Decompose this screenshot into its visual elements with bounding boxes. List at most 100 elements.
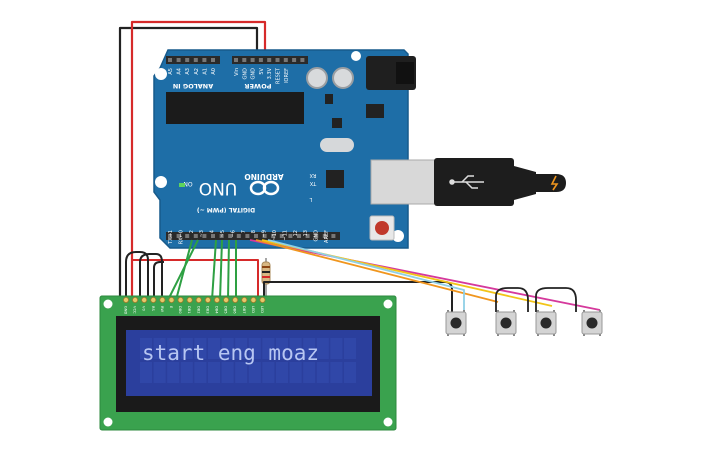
pin-label: 12 <box>293 230 299 236</box>
mount-hole <box>155 176 167 188</box>
chip-small <box>332 118 342 128</box>
mount-hole <box>383 299 393 309</box>
wire-green-db6 <box>227 239 230 301</box>
lcd-cell <box>276 338 288 359</box>
pushbutton[interactable] <box>495 310 517 336</box>
pin-hole <box>185 58 190 62</box>
lcd-cell <box>235 338 248 359</box>
lcd-pin <box>259 296 266 303</box>
pin-label: ~9 <box>262 230 268 237</box>
lcd-character-cells <box>140 338 356 383</box>
pin-label: GND <box>251 68 257 80</box>
pin-hole <box>322 234 327 238</box>
lcd-pin-label: DB0 <box>178 306 182 314</box>
button-cap[interactable] <box>540 317 552 329</box>
capacitor <box>306 67 328 89</box>
lcd-cell <box>208 362 220 383</box>
reset-button-cap[interactable] <box>375 221 389 235</box>
pin-hole <box>219 234 224 238</box>
wire-green-db4 <box>211 239 217 301</box>
button-cap[interactable] <box>450 317 462 329</box>
pin-hole <box>202 234 207 238</box>
power-jack-inner <box>396 62 414 84</box>
brand-label: ARDUINO <box>244 172 283 181</box>
resistor[interactable] <box>261 258 271 300</box>
mount-hole <box>155 68 167 80</box>
pin-hole <box>211 234 215 238</box>
wire-black-rw <box>153 261 164 300</box>
pin-hole <box>242 58 247 62</box>
pushbutton[interactable] <box>581 310 603 336</box>
lcd-pin-label: DB4 <box>215 306 219 314</box>
pin-hole <box>228 234 233 238</box>
pin-label: ~10 <box>272 230 278 241</box>
pin-hole <box>258 58 263 62</box>
pin-label: A0 <box>211 68 217 75</box>
pin-hole <box>236 234 241 238</box>
pin-label: 3.3V <box>267 67 273 79</box>
atmega-chip <box>166 92 304 124</box>
pin-hole <box>292 58 297 62</box>
usb-symbol-icon <box>449 175 484 189</box>
usb-cord <box>536 174 566 192</box>
pin-label: A3 <box>185 68 191 75</box>
button-cap[interactable] <box>500 317 512 329</box>
lcd-text: start eng moaz <box>142 341 319 365</box>
button-cap[interactable] <box>586 317 598 329</box>
lcd-cell <box>262 338 275 359</box>
pin-hole <box>202 58 207 62</box>
pin-label: A2 <box>194 68 200 75</box>
arduino-logo-icon <box>249 180 280 196</box>
wire-red-5v-main <box>130 20 267 300</box>
power-wires <box>118 20 267 310</box>
uno-label: UNO <box>199 178 238 198</box>
pin-label: RESET <box>276 67 282 84</box>
pin-hole <box>283 58 288 62</box>
pin-hole <box>193 58 198 62</box>
wire-black-btn-1 <box>495 287 529 312</box>
lcd-cell <box>316 338 329 359</box>
lcd-pin-label: DB2 <box>196 306 200 314</box>
pin-hole <box>193 234 198 238</box>
lcd-pin <box>123 296 130 303</box>
pin-hole <box>262 234 267 238</box>
wire-black-lcd-2 <box>139 253 163 300</box>
crystal <box>320 138 354 152</box>
on-led <box>179 183 185 187</box>
lcd-pin <box>177 296 184 303</box>
digital-header <box>166 232 340 240</box>
lcd-cell <box>153 338 166 359</box>
usb-cable[interactable] <box>370 158 566 206</box>
digital-label: DIGITAL (PWM ~) <box>197 206 255 213</box>
wire-black-gnd-main <box>118 26 259 310</box>
rx-label: RX <box>309 172 316 178</box>
mount-hole <box>392 230 404 242</box>
lcd-pin <box>223 296 230 303</box>
pin-label: ~3 <box>199 230 205 237</box>
pin-hole <box>250 58 255 62</box>
lightning-icon <box>550 175 559 191</box>
button-wires <box>249 239 601 312</box>
lcd-pin <box>195 296 202 303</box>
usb-port <box>370 159 436 205</box>
pin-hole <box>168 234 172 238</box>
lcd-cell <box>289 338 302 359</box>
analog-in-label: ANALOG IN <box>173 82 213 90</box>
wire-red-lcd-vcc <box>131 259 250 300</box>
pushbutton[interactable] <box>535 310 557 336</box>
lcd-pin <box>204 296 211 303</box>
pushbutton[interactable] <box>445 310 467 336</box>
lcd-pin <box>250 296 257 303</box>
pin-label: ~5 <box>220 230 226 237</box>
pin-hole <box>300 58 305 62</box>
lcd-cell <box>221 362 234 383</box>
pin-hole <box>254 234 258 238</box>
pin-hole <box>279 234 284 238</box>
pin-hole <box>211 58 215 62</box>
pin-label: 5V <box>259 67 265 74</box>
lcd-cell <box>180 338 193 359</box>
